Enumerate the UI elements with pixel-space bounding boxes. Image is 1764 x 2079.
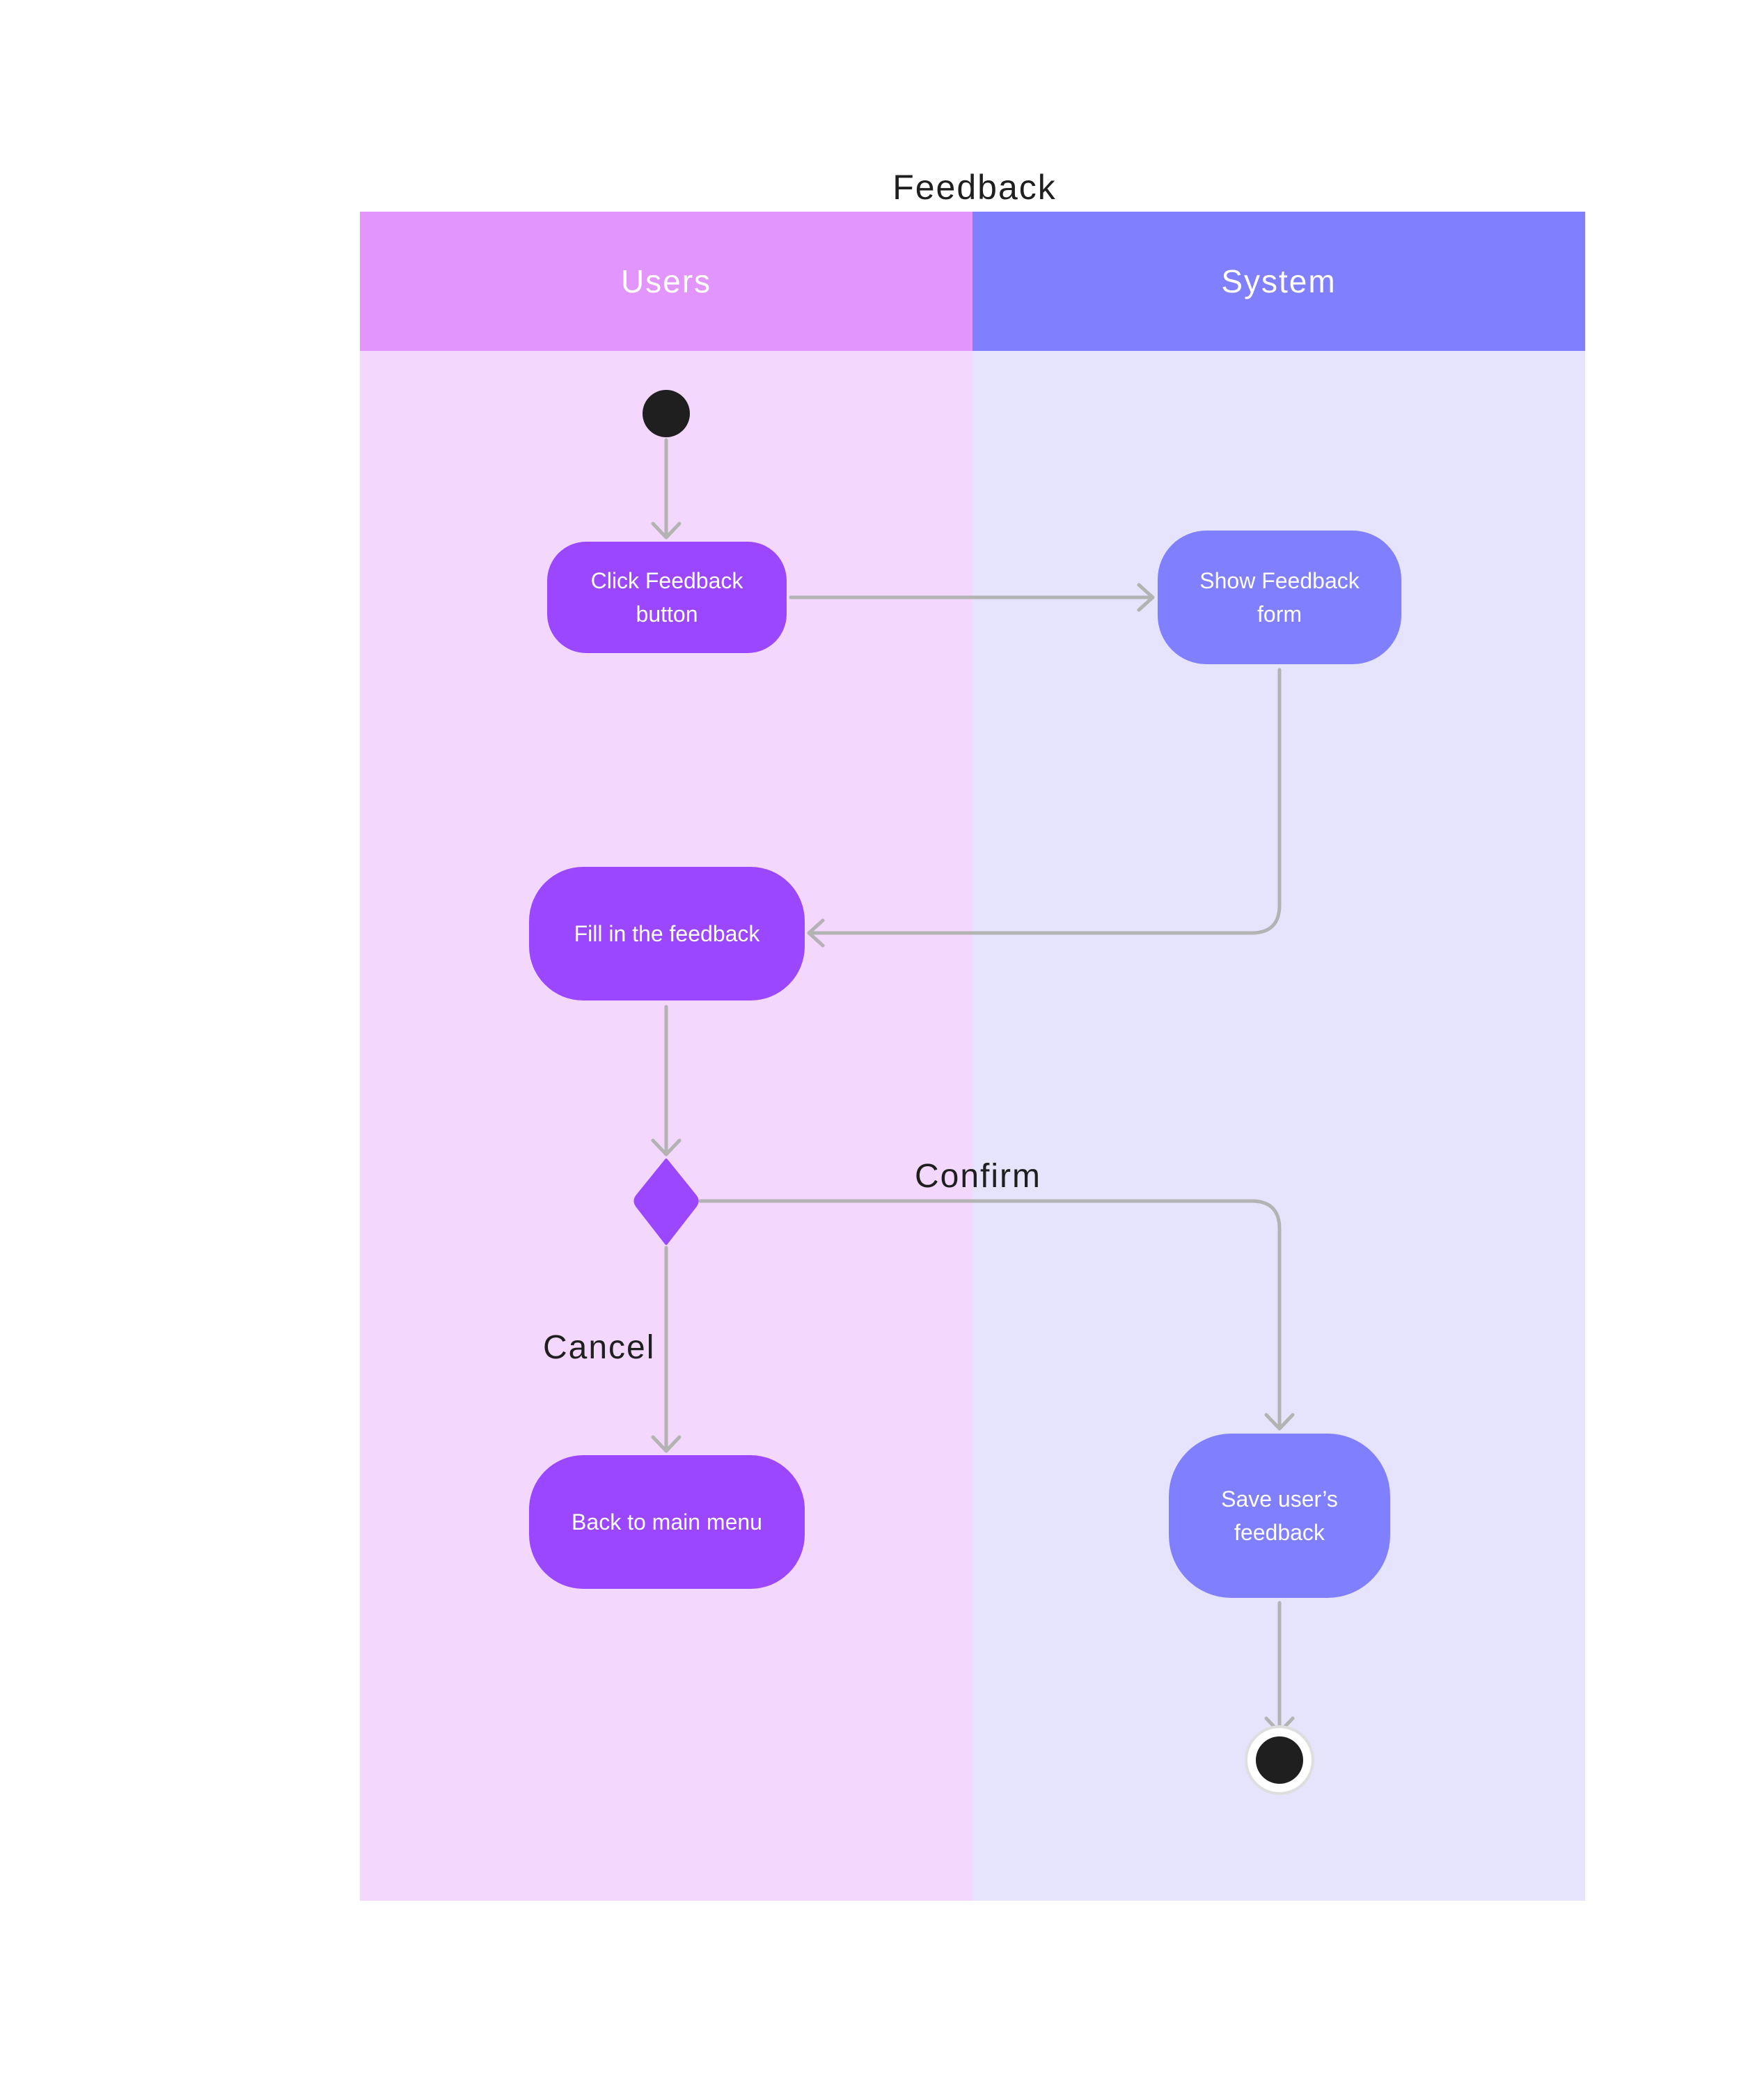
arrowhead (1137, 583, 1155, 612)
action-show-feedback-form: Show Feedback form (1158, 531, 1401, 664)
arrowhead (651, 1435, 682, 1453)
start-node (643, 390, 690, 437)
action-back-to-main-menu: Back to main menu (529, 1455, 805, 1589)
connector-show-to-fill (808, 668, 1282, 935)
action-click-feedback-button: Click Feedback button (547, 542, 787, 653)
swimlane-header-system: System (972, 212, 1585, 351)
decision-diamond (633, 1159, 699, 1245)
end-node (1256, 1736, 1303, 1784)
arrowhead (807, 918, 825, 948)
arrowhead (1264, 1413, 1295, 1431)
action-fill-in-feedback: Fill in the feedback (529, 867, 805, 1001)
edge-label-confirm: Confirm (915, 1158, 1042, 1195)
arrowhead (651, 521, 682, 540)
arrowhead (651, 1138, 682, 1156)
connector-confirm (698, 1199, 1282, 1429)
swimlane-header-users: Users (360, 212, 972, 351)
action-save-user-feedback: Save user’s feedback (1169, 1434, 1390, 1598)
edge-label-cancel: Cancel (543, 1329, 656, 1366)
diagram-title: Feedback (892, 168, 1057, 207)
